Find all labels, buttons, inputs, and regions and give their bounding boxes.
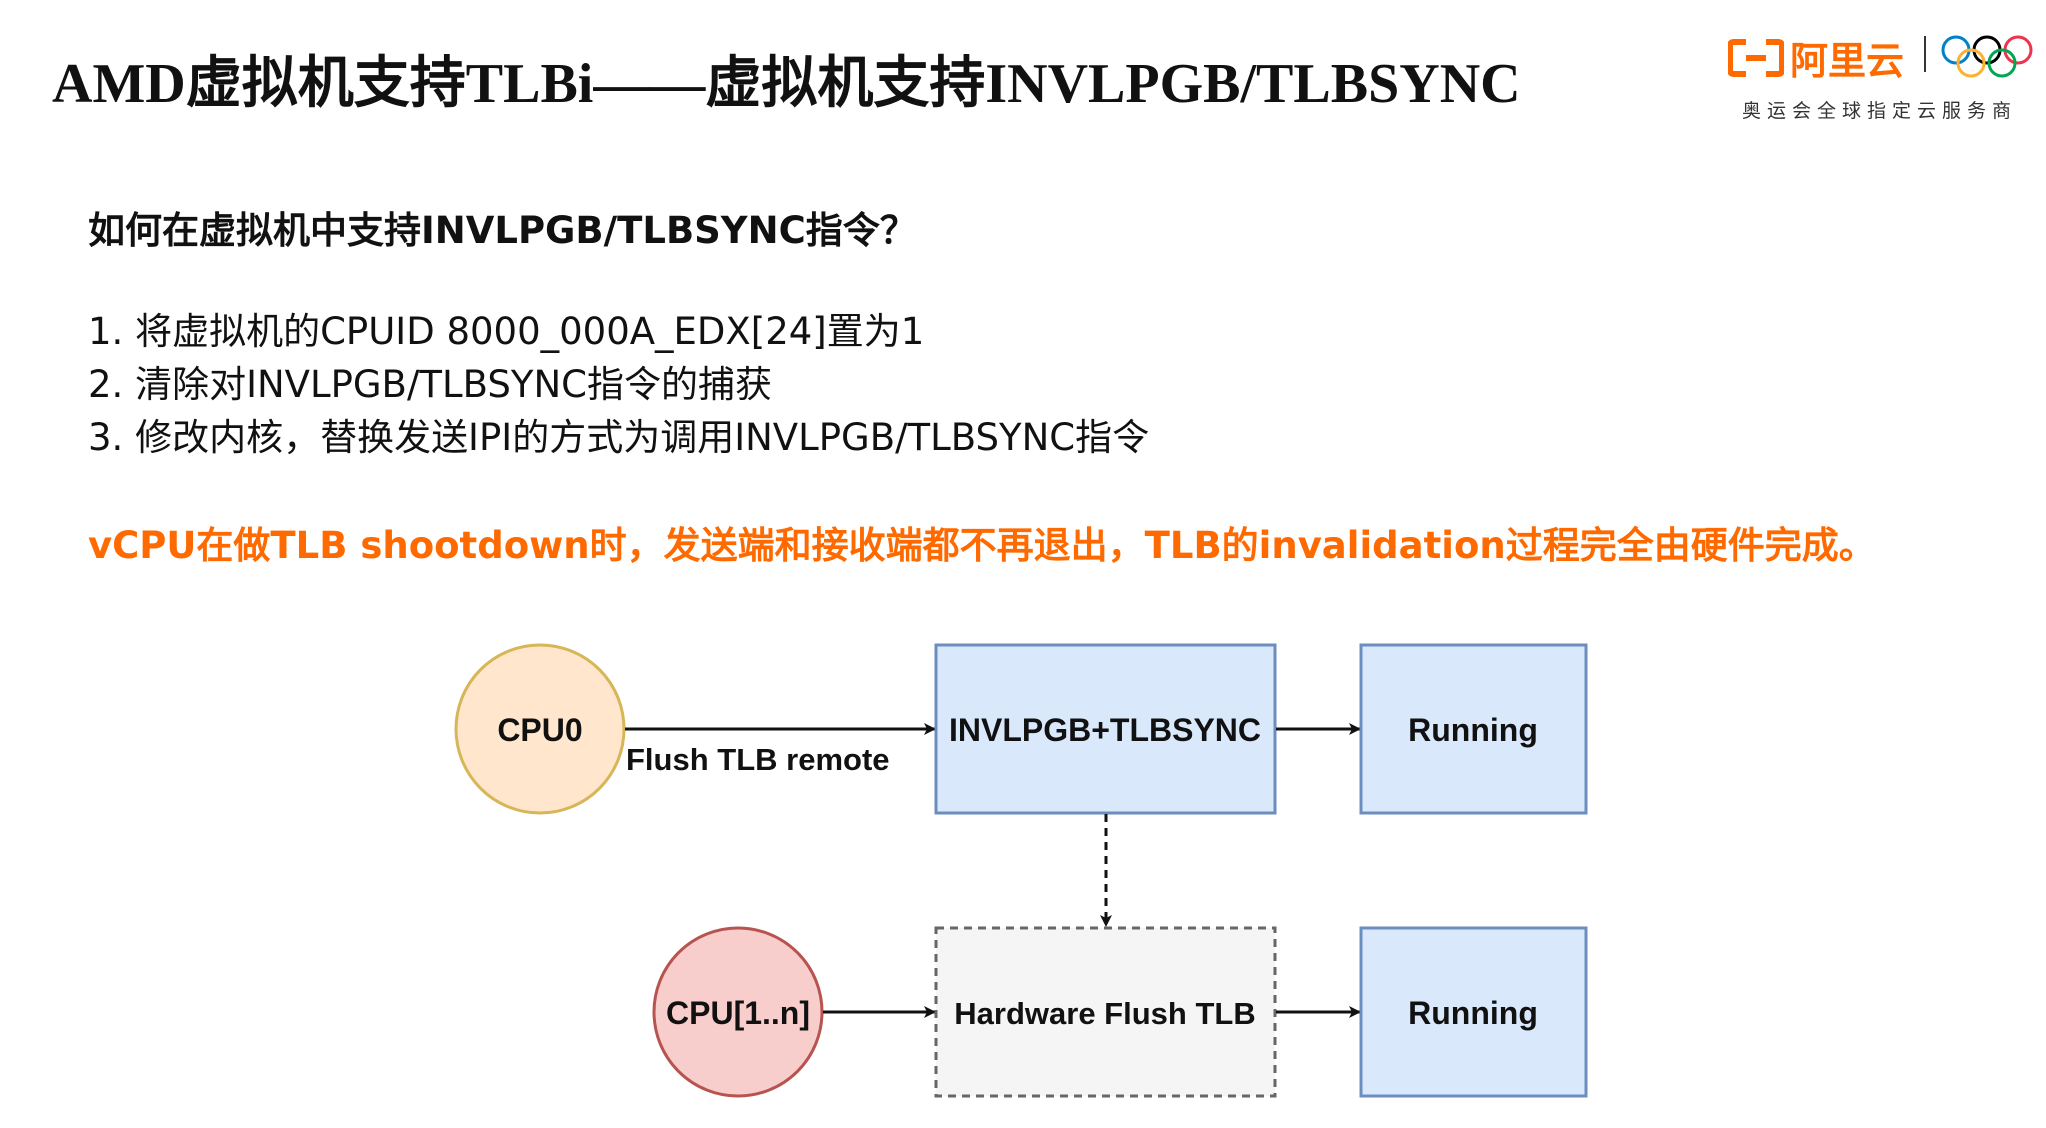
invlpgb-box: [934, 643, 1277, 815]
aliyun-brand: 阿里云: [1728, 30, 1904, 85]
highlight-note: vCPU在做TLB shootdown时，发送端和接收端都不再退出，TLB的in…: [88, 524, 1876, 567]
cpu0-node: [454, 643, 626, 815]
step-item: 1. 将虚拟机的CPUID 8000_000A_EDX[24]置为1: [88, 310, 925, 353]
question-heading: 如何在虚拟机中支持INVLPGB/TLBSYNC指令？: [88, 209, 917, 252]
running-bottom-box: [1359, 926, 1588, 1098]
flush-edge-label: Flush TLB remote: [626, 742, 890, 777]
hw-flush-label: Hardware Flush TLB: [954, 996, 1255, 1031]
invlpgb-label: INVLPGB+TLBSYNC: [949, 712, 1261, 748]
hw-flush-box: [934, 926, 1277, 1098]
logo-text: 阿里云: [1790, 39, 1905, 83]
step-item: 3. 修改内核，替换发送IPI的方式为调用INVLPGB/TLBSYNC指令: [88, 416, 1150, 459]
page-title: AMD虚拟机支持TLBi——虚拟机支持INVLPGB/TLBSYNC: [52, 53, 1521, 115]
cpu-n-node: [652, 926, 824, 1098]
running-top-label: Running: [1408, 712, 1538, 748]
cpu0-label: CPU0: [497, 712, 582, 748]
step-item: 2. 清除对INVLPGB/TLBSYNC指令的捕获: [88, 363, 772, 406]
aliyun-mark-icon: [1728, 38, 1784, 77]
running-top-box: [1359, 643, 1588, 815]
aliyun-logo: 阿里云 奥运会全球指定云服务商: [1728, 30, 2038, 130]
logo-divider: [1924, 36, 1926, 72]
olympic-rings-icon: [1941, 35, 2033, 78]
steps-list: 1. 将虚拟机的CPUID 8000_000A_EDX[24]置为1 2. 清除…: [88, 305, 1149, 464]
cpu-n-label: CPU[1..n]: [666, 995, 810, 1031]
logo-subtitle: 奥运会全球指定云服务商: [1742, 100, 2018, 122]
running-bottom-label: Running: [1408, 995, 1538, 1031]
